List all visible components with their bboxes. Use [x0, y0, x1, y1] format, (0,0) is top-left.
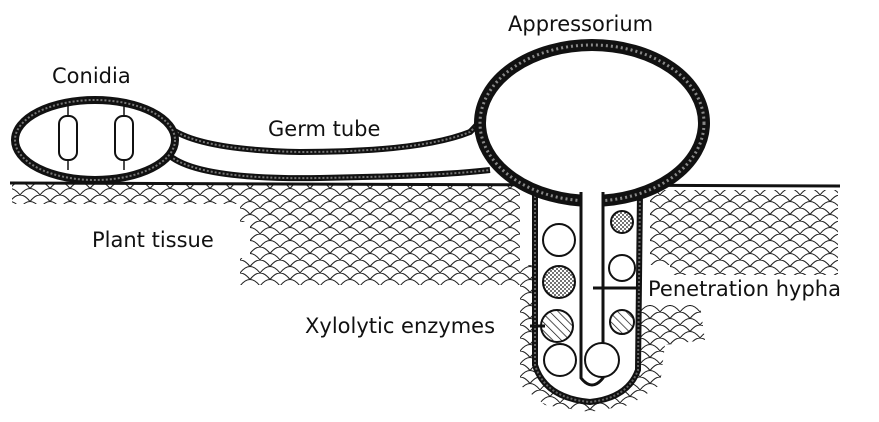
conidium-cell — [115, 116, 133, 160]
label-penetration-hypha: Penetration hypha — [648, 279, 841, 300]
label-xylolytic-enzymes: Xylolytic enzymes — [305, 316, 495, 337]
conidium — [15, 100, 175, 180]
label-germ-tube: Germ tube — [268, 119, 380, 140]
appressorium — [480, 45, 704, 201]
vesicle-clear — [609, 255, 635, 281]
vesicle-stippled — [611, 211, 633, 233]
vesicle-stippled — [543, 266, 575, 298]
vesicle-clear — [543, 224, 575, 256]
vesicle-clear — [544, 344, 576, 376]
vesicle-hatched — [610, 310, 634, 334]
vesicle-hatched — [541, 310, 573, 342]
conidium-cell — [59, 116, 77, 160]
label-plant-tissue: Plant tissue — [92, 230, 214, 251]
label-conidia: Conidia — [52, 66, 131, 87]
vesicle-clear — [585, 343, 619, 377]
label-appressorium: Appressorium — [508, 14, 653, 35]
